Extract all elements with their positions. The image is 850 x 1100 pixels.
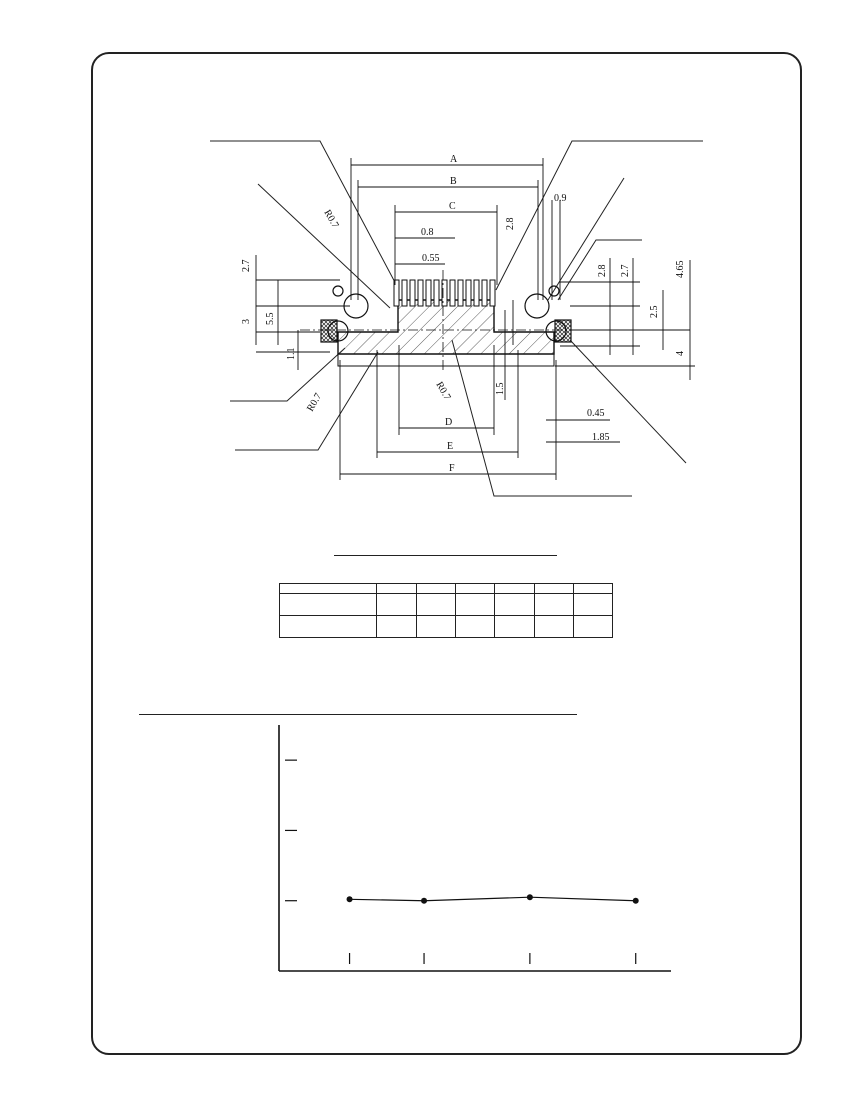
dim-A: A	[450, 154, 458, 165]
y-ticks	[285, 759, 297, 902]
dim-0-55: 0.55	[422, 253, 440, 264]
dim-4: 4	[675, 351, 686, 356]
connector-body	[337, 299, 555, 367]
dim-2-7-right: 2.7	[620, 265, 631, 278]
x-ticks	[348, 953, 637, 964]
contact-pins	[393, 279, 496, 307]
dim-D: D	[445, 417, 452, 428]
dim-C: C	[449, 201, 456, 212]
chart-axes	[278, 725, 671, 972]
center-lines	[300, 270, 590, 370]
dim-5-5: 5.5	[265, 313, 276, 326]
dim-2-5: 2.5	[649, 306, 660, 319]
data-point	[346, 896, 353, 903]
dim-B: B	[450, 176, 457, 187]
dim-1-1: 1.1	[286, 348, 297, 361]
dim-1-5: 1.5	[495, 383, 506, 396]
dim-2-8-right: 2.8	[597, 265, 608, 278]
dim-0-9: 0.9	[554, 193, 567, 204]
dim-1-85: 1.85	[592, 432, 610, 443]
dim-3: 3	[241, 319, 252, 324]
dim-2-7-left: 2.7	[241, 260, 252, 273]
dimension-lines	[255, 158, 695, 480]
table-header-row	[279, 583, 613, 594]
table-cell	[573, 615, 613, 638]
series	[346, 894, 639, 904]
chart-heading-rule	[139, 714, 577, 715]
table-row	[279, 615, 613, 638]
dim-0-45: 0.45	[587, 408, 605, 419]
dimensions-table	[279, 583, 613, 638]
series-line	[349, 896, 636, 902]
dim-2-8-center: 2.8	[505, 218, 516, 231]
dim-F: F	[449, 463, 455, 474]
leader-lines	[210, 140, 703, 497]
dim-4-65: 4.65	[675, 261, 686, 279]
data-point	[632, 897, 639, 904]
data-point	[526, 894, 533, 901]
table-heading-rule	[334, 555, 557, 556]
side-features	[320, 285, 572, 343]
document-frame	[91, 52, 802, 1055]
dim-E: E	[447, 441, 453, 452]
dim-0-8: 0.8	[421, 227, 434, 238]
data-point	[421, 897, 428, 904]
